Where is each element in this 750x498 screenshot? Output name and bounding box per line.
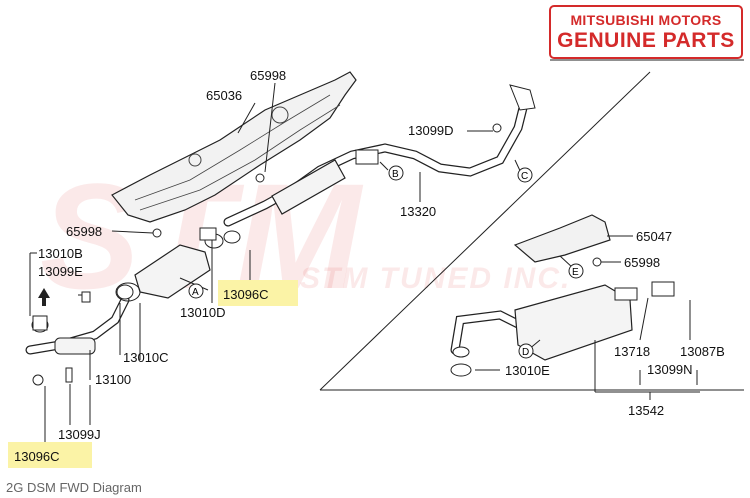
part-label-13099e: 13099E [38,264,83,279]
diagram-caption: 2G DSM FWD Diagram [6,480,142,495]
part-label-13010b: 13010B [38,246,83,261]
part-label-65047: 65047 [636,229,672,244]
arrow-up-icon [38,288,50,306]
part-label-13099n: 13099N [647,362,693,377]
leader-lines [29,82,700,445]
bolt-65998-right [592,257,602,267]
highlight-13096c-left [8,442,92,468]
part-label-13320: 13320 [400,204,436,219]
part-label-65998-left: 65998 [66,224,102,239]
svg-text:E: E [572,267,579,278]
callout-e: E [568,263,584,279]
center-pipe-13320 [223,84,536,227]
part-label-13010e: 13010E [505,363,550,378]
callout-d: D [518,343,534,359]
callout-a: A [188,283,204,299]
callout-c: C [517,167,533,183]
part-label-13087b: 13087B [680,344,725,359]
gasket-13010b [32,315,48,331]
badge-brand-line: MITSUBISHI MOTORS [570,12,722,28]
svg-text:D: D [522,347,529,358]
part-label-13718: 13718 [614,344,650,359]
badge-genuine-parts-line: GENUINE PARTS [557,29,735,52]
part-label-13010c: 13010C [123,350,169,365]
watermark-subtitle: STM TUNED INC. [300,262,572,295]
part-label-13100: 13100 [95,372,131,387]
bolt-65998-top [255,173,265,183]
gasket-13010d [199,227,217,241]
part-label-13096c-right: 13096C [223,287,269,302]
rear-muffler-13542 [450,281,675,377]
part-label-13096c-left: 13096C [14,449,60,464]
svg-text:C: C [521,171,528,182]
gasket-13010c [115,282,141,302]
svg-text:B: B [392,169,399,180]
svg-text:A: A [192,287,199,298]
part-label-65998-top: 65998 [250,68,286,83]
part-label-13542: 13542 [628,403,664,418]
bolt-65998-left [152,228,162,238]
section-divider-slant [319,71,651,391]
heat-shield-65047 [513,214,611,263]
part-label-65998-right: 65998 [624,255,660,270]
callout-b: B [388,165,404,181]
highlight-13096c-right [218,280,298,306]
part-label-13099j: 13099J [58,427,101,442]
heat-shield-65036 [111,71,357,223]
part-label-13010d: 13010D [180,305,226,320]
genuine-parts-badge: MITSUBISHI MOTORS GENUINE PARTS [549,5,743,59]
part-label-65036: 65036 [206,88,242,103]
bolt-13099d [492,123,502,133]
part-label-13099d: 13099D [408,123,454,138]
